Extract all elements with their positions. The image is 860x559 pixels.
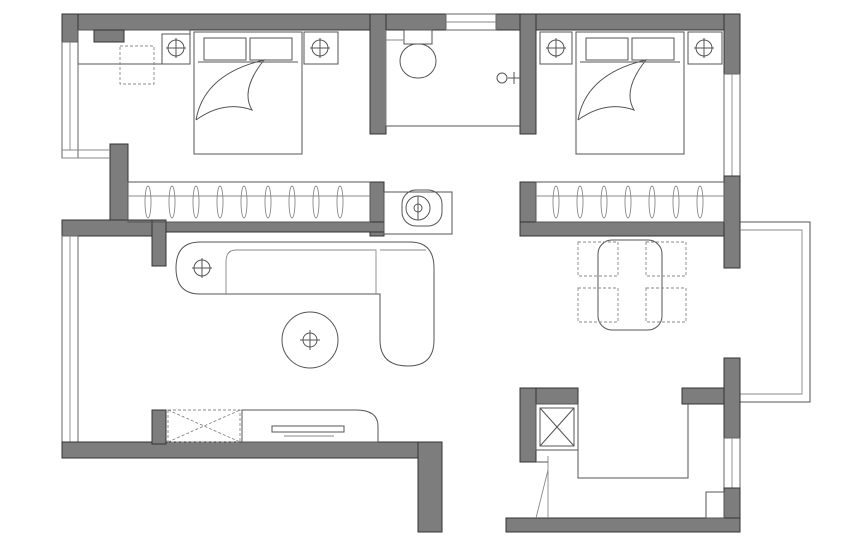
wall-left-upper-a: [61, 13, 79, 43]
balcony-rail: [740, 221, 811, 403]
dining-table: [597, 239, 663, 331]
wall-closet-left-bottom: [165, 221, 385, 233]
bedroom-right: [535, 31, 725, 223]
wall-right-mid: [723, 175, 741, 269]
desk-chair: [119, 45, 155, 85]
sofa: [175, 241, 435, 367]
wall-right-lower: [723, 357, 741, 439]
dining-area: [577, 239, 687, 331]
lamp-icon: [300, 330, 320, 350]
chair-2: [645, 241, 687, 277]
kitchen-counter: [577, 404, 689, 479]
wall-bottom-left-drop: [417, 441, 443, 533]
door-swing-icon: [577, 59, 648, 121]
walls: [61, 13, 811, 533]
bed-left: [193, 31, 303, 155]
wall-right-upper: [723, 13, 741, 75]
laundry: [383, 189, 453, 235]
wall-right-lower-stub: [681, 387, 725, 405]
wall-bottom-left: [61, 441, 443, 459]
wall-kitchen-left: [519, 387, 537, 463]
bed-right: [575, 31, 685, 155]
door-swing-icon: [195, 59, 266, 121]
lamp-icon: [166, 38, 186, 58]
pillow-left-2: [249, 37, 293, 61]
washing-machine-icon: [401, 189, 443, 227]
kitchen: [535, 403, 725, 519]
pillow-right-1: [585, 37, 629, 61]
wall-bath-right: [519, 13, 537, 135]
wardrobe-left: [127, 181, 371, 223]
tv-cabinet: [167, 409, 379, 443]
wardrobe-right: [535, 181, 725, 223]
chair-4: [645, 287, 687, 323]
lamp-icon: [546, 38, 566, 58]
wall-bottom-right: [505, 517, 741, 533]
coffee-table: [281, 311, 339, 369]
lamp-icon: [310, 38, 330, 58]
fridge: [539, 407, 575, 447]
lamp-icon: [192, 258, 212, 278]
pillow-right-2: [631, 37, 675, 61]
toilet-icon: [399, 29, 437, 79]
wall-top-left: [61, 13, 447, 31]
bathroom: [385, 29, 520, 127]
wall-bath-left: [369, 13, 387, 135]
desk-block: [93, 29, 125, 43]
floor-drain-icon: [496, 72, 520, 84]
wall-closet-right-bottom: [519, 221, 741, 237]
chair-3: [577, 287, 619, 323]
wall-tv-stub: [151, 409, 167, 445]
wall-mid-left-stub: [151, 219, 167, 267]
lamp-icon: [694, 38, 714, 58]
living-room: [167, 241, 435, 443]
pillow-left-1: [203, 37, 247, 61]
chair-1: [577, 241, 619, 277]
bedroom-left: [77, 29, 371, 223]
